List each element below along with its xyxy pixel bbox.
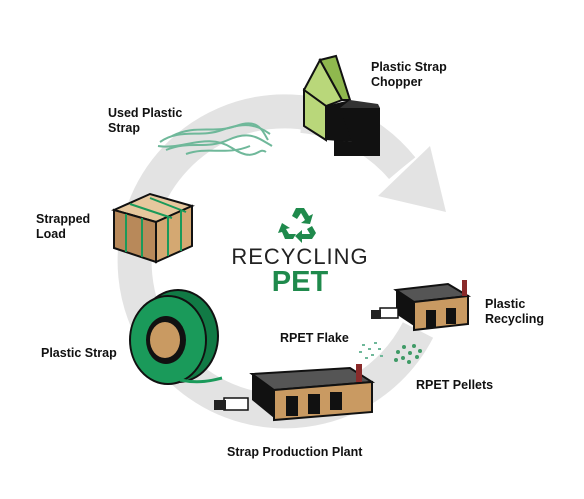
label-rpet-pellets: RPET Pellets <box>416 378 494 392</box>
strap-production-plant-illustration <box>214 364 376 422</box>
label-chopper-line2: Chopper <box>371 75 423 89</box>
label-used-strap-line1: Used Plastic <box>108 106 183 120</box>
strap-chopper-illustration <box>302 54 380 156</box>
label-plastic-recycling-line2: Recycling <box>485 312 545 326</box>
label-used-strap: Used Plastic Strap <box>108 106 182 136</box>
rpet-flake-illustration <box>359 342 383 359</box>
plastic-recycling-plant-illustration <box>371 280 472 332</box>
label-plastic-recycling: Plastic Recycling <box>485 297 544 327</box>
label-strap-production-plant: Strap Production Plant <box>227 445 363 459</box>
label-chopper-line1: Plastic Strap <box>371 60 447 74</box>
center-subtitle: PET <box>271 266 329 298</box>
label-strapped-load-line2: Load <box>36 227 66 241</box>
strapped-load-illustration <box>111 192 195 264</box>
used-strap-illustration <box>157 122 273 156</box>
label-used-strap-line2: Strap <box>108 121 140 135</box>
center-title: RECYCLING <box>231 244 369 269</box>
recycle-icon <box>278 208 316 243</box>
label-rpet-flake: RPET Flake <box>280 331 349 345</box>
label-plastic-strap: Plastic Strap <box>41 346 117 360</box>
plastic-strap-coil-illustration <box>129 289 223 385</box>
label-plastic-recycling-line1: Plastic <box>485 297 526 311</box>
label-chopper: Plastic Strap Chopper <box>371 60 447 90</box>
label-strapped-load: Strapped Load <box>36 212 90 242</box>
label-strapped-load-line1: Strapped <box>36 212 91 226</box>
rpet-pellets-illustration <box>394 344 422 364</box>
